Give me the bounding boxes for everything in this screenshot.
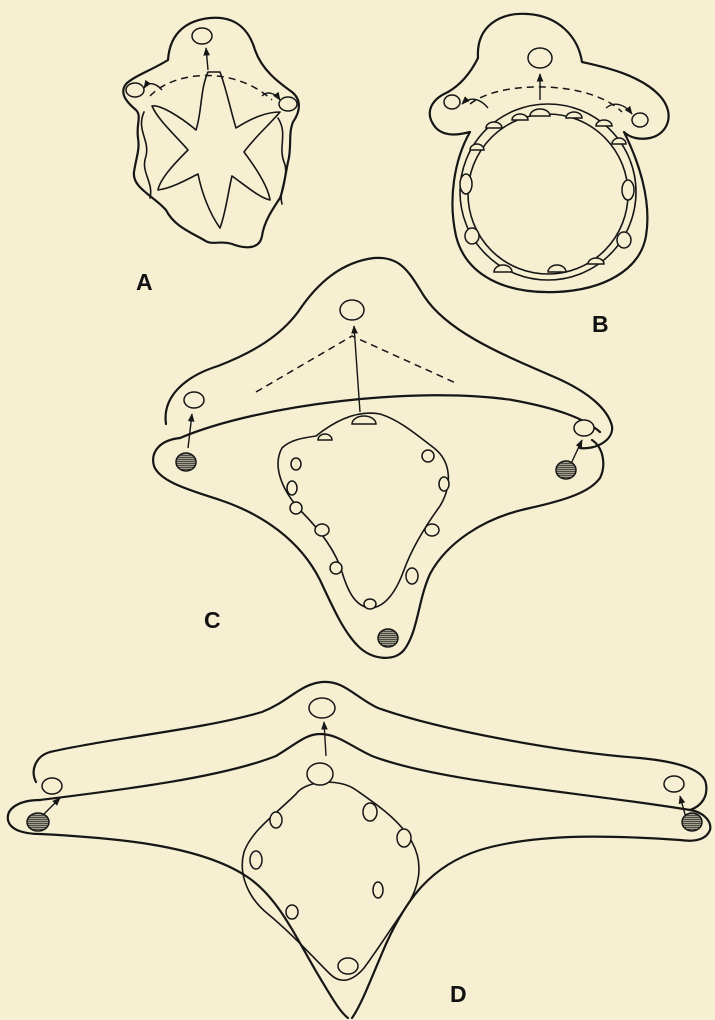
panel-c-lower-layer [153,438,603,658]
panel-b-cell-top [528,48,552,68]
panel-c-lumen-cells [287,416,449,609]
panel-a-crenate-wall [141,112,285,204]
panel-d-hatched-cell-left [27,813,49,831]
panel-c-cell-top [340,300,364,320]
panel-a-arrow-left [144,84,162,90]
panel-label-b: B [592,311,609,337]
panel-b: B [430,14,669,337]
panel-a-cell-right [279,97,297,111]
panel-b-cell-right [632,113,648,127]
panel-a-arrow-up [206,48,208,70]
panel-c-hatched-cell-bottom [378,629,398,647]
panel-c-fold-line [180,395,600,438]
panel-label-a: A [136,269,153,295]
panel-d-hatched-cell-right [682,813,702,831]
panel-d-fold-line [40,734,690,810]
panel-d-cell-left [42,778,62,794]
panel-a: A [123,18,299,295]
panel-a-cell-left [126,83,144,97]
panel-c-lumen [278,413,448,608]
panel-d-lumen [242,782,419,980]
panel-a-cell-top [192,28,212,44]
panel-c-hatched-cell-left [176,453,196,471]
panel-c-arrow-left [188,414,192,448]
panel-d-arrow-left [44,798,60,814]
panel-b-lumen-inner [468,114,628,274]
panel-a-dashed-path [150,76,272,101]
panel-c-hatched-cell-right [556,461,576,479]
panel-d-arrow-up [324,722,326,756]
panel-d-upper-layer [34,682,707,810]
panel-c-cell-right [574,420,594,436]
panel-c-cell-left [184,392,204,408]
panel-d-cell-top [309,698,335,718]
panel-b-dashed-path [470,87,622,112]
panel-d-cell-right [664,776,684,792]
panel-c: C [153,258,612,658]
panel-label-c: C [204,607,221,633]
panel-d: D [8,682,710,1018]
panel-a-arrow-right [262,93,280,100]
panel-label-d: D [450,981,467,1007]
panel-b-cell-left [444,95,460,109]
panel-a-star-lumen [152,72,280,228]
panel-b-lumen-outer [460,104,636,280]
